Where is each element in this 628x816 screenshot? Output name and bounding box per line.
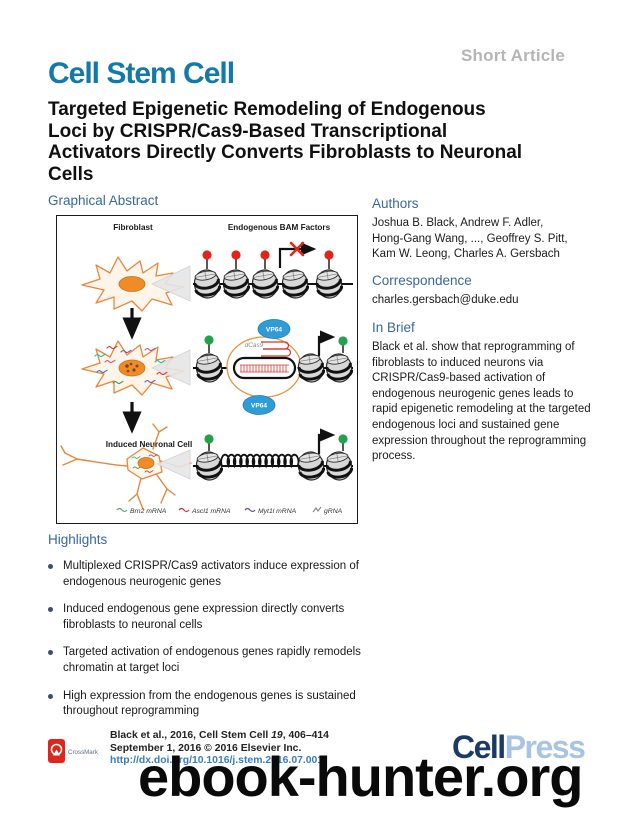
dcas9-body [232, 356, 297, 380]
highlight-item: Induced endogenous gene expression direc… [48, 602, 382, 633]
journal-logo-text: Cell Stem Cell [48, 57, 235, 90]
authors-section: Authors Joshua B. Black, Andrew F. Adler… [372, 196, 594, 263]
highlight-item: Multiplexed CRISPR/Cas9 activators induc… [48, 559, 382, 590]
bullet-icon [48, 650, 53, 656]
myt1l-mrna-icon [244, 507, 256, 513]
in-brief-text: Black et al. show that reprogramming of … [372, 341, 591, 463]
neuron-cell [60, 423, 192, 510]
closed-chromatin [190, 241, 353, 302]
highlight-text: Induced endogenous gene expression direc… [63, 603, 345, 631]
crossmark-label: CrossMark [68, 749, 99, 756]
vp64-bottom-label: VP64 [251, 403, 267, 410]
active-tss-arrow [317, 428, 336, 454]
zoom-cone [151, 349, 191, 386]
citation-pages: , 406–414 [282, 730, 329, 741]
dcas9-activation-chromatin: dCas9 VP64 [192, 319, 356, 415]
citation-block: Black et al., 2016, Cell Stem Cell 19, 4… [110, 730, 329, 768]
correspondence-email: charles.gersbach@duke.edu [372, 294, 519, 306]
ebook-watermark: ebook-hunter.org [138, 745, 583, 808]
figure-legend: Brn2 mRNA Ascl1 mRNA Myt1l mRNA gRNA [116, 506, 343, 515]
bullet-icon [48, 693, 53, 699]
highlight-text: Multiplexed CRISPR/Cas9 activators induc… [63, 560, 359, 588]
bullet-icon [48, 564, 53, 569]
correspondence-section: Correspondence charles.gersbach@duke.edu [372, 273, 594, 309]
graphical-abstract-heading: Graphical Abstract [48, 193, 159, 208]
cell-nucleus [118, 276, 146, 292]
active-mark-dots [204, 335, 348, 346]
citation-line: Black et al., 2016, Cell Stem Cell 19, 4… [110, 730, 329, 743]
active-marks [208, 344, 344, 353]
graphical-abstract-svg: Fibroblast Endogenous BAM Factors [60, 223, 356, 515]
author-line: Hong-Gang Wang, ..., Geoffrey S. Pitt, [372, 232, 568, 245]
title-line: Activators Directly Converts Fibroblasts… [48, 142, 523, 163]
in-brief-heading: In Brief [372, 320, 415, 335]
highlight-item: High expression from the endogenous gene… [48, 689, 382, 720]
open-chromatin [192, 428, 356, 484]
cell-nucleus [137, 457, 155, 469]
highlight-text: Targeted activation of endogenous genes … [63, 646, 361, 674]
brn2-mrna-icon [116, 507, 128, 513]
graphical-abstract-figure: Fibroblast Endogenous BAM Factors [56, 215, 358, 524]
repressive-mark-dots [202, 250, 334, 260]
repressive-marks [206, 259, 330, 269]
cellpress-press-text: Press [504, 729, 586, 765]
cellpress-logo: CellPress [452, 729, 586, 766]
bam-factors-label: Endogenous BAM Factors [228, 223, 331, 232]
legend-ascl1: Ascl1 mRNA [191, 508, 231, 515]
cell-nucleus [118, 359, 146, 377]
dcas9-vp64-complex: dCas9 VP64 [226, 319, 302, 415]
title-line: Targeted Epigenetic Remodeling of Endoge… [48, 99, 486, 120]
vp64-top-label: VP64 [266, 327, 282, 334]
legend-brn2: Brn2 mRNA [130, 508, 167, 515]
vp64-domain [242, 395, 276, 415]
grna-scaffold [261, 348, 292, 357]
blocked-tss-arrow [278, 242, 317, 268]
zoom-cone [151, 265, 191, 302]
zoom-cone [156, 449, 191, 480]
correspondence-heading: Correspondence [372, 273, 472, 288]
journal-logo: Cell Stem Cell [48, 57, 235, 91]
doi-link[interactable]: http://dx.doi.org/10.1016/j.stem.2016.07… [110, 755, 324, 767]
fibroblast-label: Fibroblast [113, 223, 153, 232]
bullet-icon [48, 607, 53, 613]
paper-title: Targeted Epigenetic Remodeling of Endoge… [48, 99, 588, 185]
grna-dna-duplex [240, 364, 289, 373]
author-line: Kam W. Leong, Charles A. Gersbach [372, 248, 560, 261]
transfected-fibroblast-cell [81, 340, 191, 396]
author-names: Joshua B. Black, Andrew F. Adler, Hong-G… [372, 216, 594, 263]
highlights-section: Highlights Multiplexed CRISPR/Cas9 activ… [48, 532, 382, 720]
blocked-x-icon [289, 241, 305, 257]
vp64-domain [257, 319, 291, 339]
active-mark-dots [204, 434, 348, 444]
dna-coil [220, 453, 300, 469]
fibroblast-cell [81, 256, 191, 312]
in-brief-section: In Brief Black et al. show that reprogra… [372, 320, 594, 465]
article-type-label: Short Article [461, 46, 565, 65]
grna-icon [312, 506, 322, 513]
highlight-text: High expression from the endogenous gene… [63, 689, 356, 718]
title-line: Cells [48, 163, 94, 185]
nucleus-speckles [125, 362, 139, 373]
citation-volume: 19 [271, 730, 283, 741]
highlight-item: Targeted activation of endogenous genes … [48, 645, 382, 676]
ascl1-mrna-icon [178, 507, 190, 513]
active-marks [208, 443, 344, 451]
active-tss-arrow [317, 330, 336, 356]
highlights-heading: Highlights [48, 532, 108, 547]
author-line: Joshua B. Black, Andrew F. Adler, [372, 217, 544, 229]
crossmark-logo: CrossMark [48, 739, 106, 772]
legend-myt1l: Myt1l mRNA [258, 508, 297, 515]
date-line: September 1, 2016 © 2016 Elsevier Inc. [110, 742, 302, 754]
dcas9-label: dCas9 [245, 342, 264, 349]
title-line: Loci by CRISPR/Cas9-Based Transcriptiona… [48, 120, 448, 142]
cellpress-cell-text: Cell [452, 729, 506, 765]
induced-neuronal-cell-label: Induced Neuronal Cell [106, 440, 192, 449]
authors-heading: Authors [372, 196, 419, 211]
citation-prefix: Black et al., 2016, Cell Stem Cell [110, 730, 272, 741]
legend-grna: gRNA [324, 508, 343, 515]
